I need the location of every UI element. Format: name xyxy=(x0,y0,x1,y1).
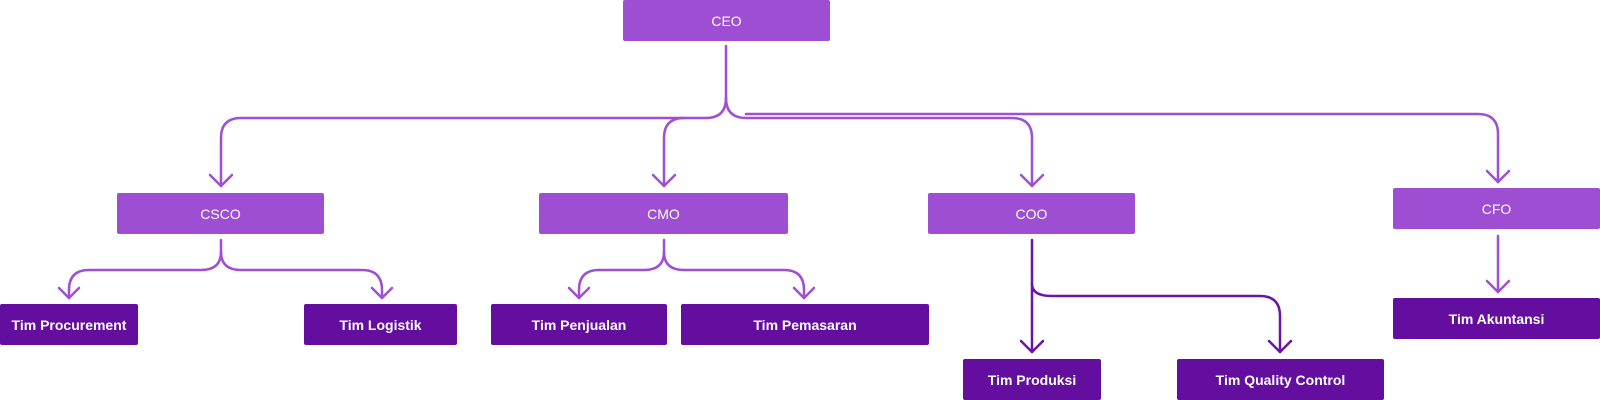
arrowhead-coo xyxy=(1019,173,1045,188)
arrowhead-procurement xyxy=(57,286,81,300)
arrowhead-pemasaran xyxy=(792,286,816,300)
arrowhead-quality xyxy=(1267,339,1293,354)
arrowhead-penjualan xyxy=(567,286,591,300)
ceo-node: CEO xyxy=(623,0,830,41)
tim-procurement-node: Tim Procurement xyxy=(0,304,138,345)
connector-csco-procurement xyxy=(67,250,223,300)
arrowhead-cfo xyxy=(1485,169,1511,184)
coo-label: COO xyxy=(1015,205,1048,222)
tim-pemasaran-label: Tim Pemasaran xyxy=(753,316,857,333)
csco-label: CSCO xyxy=(200,205,241,222)
cfo-node: CFO xyxy=(1393,188,1600,229)
cmo-label: CMO xyxy=(647,205,680,222)
connector-ceo-coo xyxy=(724,96,1034,188)
ceo-label: CEO xyxy=(711,12,742,29)
connector-ceo-cmo xyxy=(662,116,686,188)
arrowhead-cmo xyxy=(651,173,677,188)
tim-pemasaran-node: Tim Pemasaran xyxy=(681,304,929,345)
connector-cmo-penjualan xyxy=(577,250,666,300)
cmo-node: CMO xyxy=(539,193,788,234)
arrowhead-csco xyxy=(208,173,234,188)
csco-node: CSCO xyxy=(117,193,324,234)
tim-penjualan-label: Tim Penjualan xyxy=(531,316,627,333)
connector-csco-logistik xyxy=(219,250,384,300)
connector-coo-quality xyxy=(1030,282,1282,354)
coo-node: COO xyxy=(928,193,1135,234)
tim-procurement-label: Tim Procurement xyxy=(11,316,127,333)
tim-logistik-label: Tim Logistik xyxy=(339,316,422,333)
arrowhead-logistik xyxy=(370,286,394,300)
tim-logistik-node: Tim Logistik xyxy=(304,304,457,345)
tim-penjualan-node: Tim Penjualan xyxy=(491,304,667,345)
tim-akuntansi-label: Tim Akuntansi xyxy=(1448,310,1545,327)
tim-quality-control-node: Tim Quality Control xyxy=(1177,359,1384,400)
cfo-label: CFO xyxy=(1481,200,1512,217)
tim-quality-control-label: Tim Quality Control xyxy=(1215,371,1346,388)
tim-akuntansi-node: Tim Akuntansi xyxy=(1393,298,1600,339)
tim-produksi-node: Tim Produksi xyxy=(963,359,1101,400)
connector-ceo-cfo xyxy=(744,112,1500,184)
connector-ceo-csco xyxy=(219,96,728,188)
connector-cmo-pemasaran xyxy=(662,250,806,300)
tim-produksi-label: Tim Produksi xyxy=(987,371,1077,388)
arrowhead-akuntansi xyxy=(1485,279,1511,294)
arrowhead-produksi xyxy=(1019,339,1045,354)
